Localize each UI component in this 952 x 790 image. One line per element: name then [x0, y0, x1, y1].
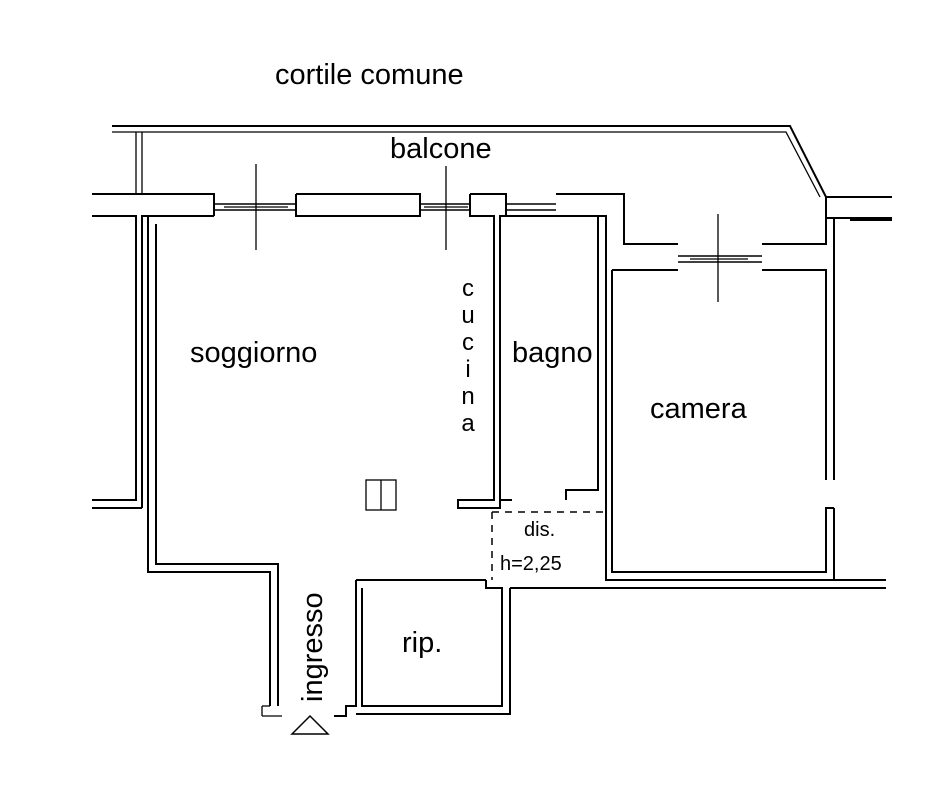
- bathroom-label: bagno: [512, 337, 593, 369]
- hallway-height-label: h=2,25: [500, 553, 562, 575]
- storage-label: rip.: [402, 627, 442, 659]
- living-room-label: soggiorno: [190, 337, 317, 369]
- window-marks: [224, 164, 748, 302]
- duct-block: [365, 479, 397, 511]
- courtyard-label: cortile comune: [275, 59, 464, 91]
- balcony-label: balcone: [390, 133, 492, 165]
- hallway-area: [491, 511, 607, 580]
- north-wall: [92, 193, 892, 509]
- bedroom-label: camera: [650, 393, 748, 425]
- balcony-railing: [112, 125, 892, 198]
- bedroom-walls: [605, 269, 886, 581]
- living-room-walls: [147, 194, 506, 717]
- entrance-marker-icon: [290, 714, 330, 735]
- hallway-label: dis.: [524, 519, 555, 541]
- entrance-label: ingresso: [297, 592, 329, 702]
- storage-walls: [334, 579, 886, 717]
